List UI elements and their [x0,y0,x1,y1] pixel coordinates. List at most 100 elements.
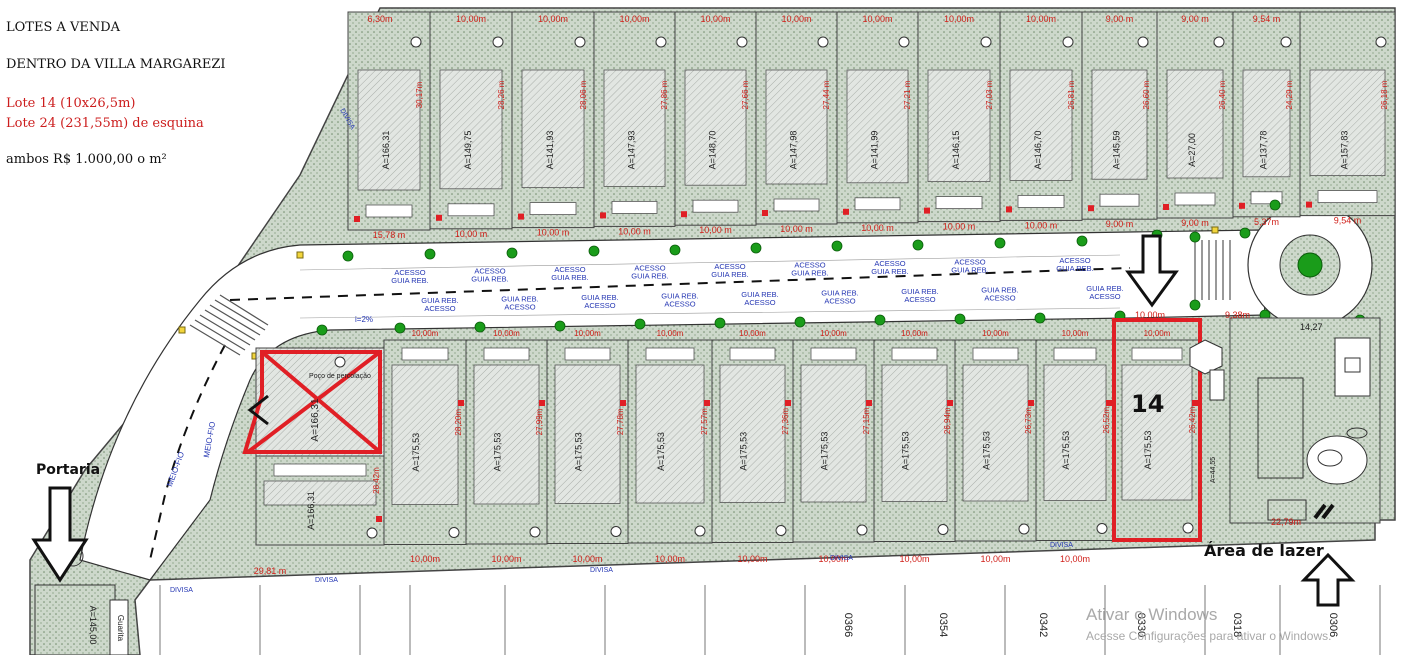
bottom-lot-depth: 27,78m [616,408,625,435]
bottom-lot-area: A=175,53 [656,432,666,471]
top-steps [692,199,739,213]
top-edge-dim: 9,00 m [1181,14,1209,24]
front-dim: 10,00m [820,329,847,338]
tree-icon [506,247,518,259]
bottom-house [635,364,705,504]
meter-icon [600,212,606,219]
guia-label: GUIA REB. [871,267,909,276]
tree-icon [1239,227,1251,239]
notes-subtitle: DENTRO DA VILLA MARGAREZI [6,57,226,72]
bottom-house [554,364,621,504]
top-edge-dim: 10,00m [456,14,486,24]
bottom-lot-area: A=175,53 [411,433,421,472]
guia-label: GUIA REB. [631,272,669,281]
bottom-lot-depth: 27,99m [535,408,544,435]
top-lot-area: A=149,75 [463,131,473,170]
portaria-arrow-icon [31,486,89,583]
tree-icon [474,321,486,333]
meter-icon [376,516,382,522]
percolation-well-icon [366,527,378,539]
meter-icon [620,400,626,406]
top-lot-front: 9,00 m [1181,218,1209,228]
top-house [603,69,666,187]
gatehouse [34,545,129,655]
bottom-lot-area: A=175,53 [820,432,830,471]
lamp-icon [1211,226,1219,234]
top-lot-front: 9,00 m [1106,219,1134,229]
top-lot-depth: 28,26 m [497,80,506,109]
top-lot-depth: 27,44 m [822,80,831,109]
top-lot-depth: 27,21 m [903,80,912,109]
notes-title: LOTES A VENDA [6,20,121,35]
meter-icon [1006,206,1012,213]
leisure-dim: 22,79m [1271,517,1301,527]
tree-icon [1269,199,1281,211]
bottom-edge-dim: 10,00m [572,554,602,564]
neighbor-code: 0366 [842,613,854,637]
divisa-label: DIVISA [590,567,613,574]
percolation-well-icon [937,524,949,535]
tree-icon [831,240,843,252]
top-lot-front: 10,00 m [1025,220,1058,230]
bottom-steps [729,347,776,361]
portaria-label: Portaria [36,462,101,478]
notes-lot24: Lote 24 (231,55m) de esquina [6,116,204,131]
lot-14-arrow-icon [1125,234,1179,308]
top-lot-front: 5,37m [1254,217,1279,227]
bottom-house [1121,364,1193,501]
bottom-lot-area: A=175,53 [493,433,503,472]
meter-icon [1106,400,1112,406]
top-edge-dim: 10,00m [781,14,811,24]
divisa-label: DIVISA [170,587,193,594]
percolation-label: Poço de percolação [309,373,371,380]
neighbor-code: 0354 [937,613,949,637]
top-steps [773,198,820,212]
bottom-edge-dim: 29,81 m [254,566,287,576]
top-lot-front: 10,00 m [537,228,570,238]
acesso-label: ACESSO [954,258,985,267]
bottom-edge-dim: 10,00m [1060,554,1090,564]
slope-label: i=2% [355,315,373,324]
acesso-label: ACESSO [394,268,425,277]
acesso-label: ACESSO [714,262,745,271]
top-house [1009,69,1073,181]
percolation-well-icon [898,36,910,48]
guia-label: GUIA REB. [1086,284,1124,293]
meter-icon [924,207,930,214]
acesso-label: ACESSO [664,300,695,309]
acesso-label: ACESSO [634,264,665,273]
tree-icon [316,324,328,336]
front-dim: 10,00m [739,329,766,338]
notes-price: ambos R$ 1.000,00 o m² [6,152,167,167]
guia-label: GUIA REB. [661,292,699,301]
meter-icon [518,213,524,220]
percolation-well-icon [1280,36,1292,48]
roundabout [1247,202,1373,328]
lamp-icon [296,251,304,259]
bottom-lot-row [255,339,1201,546]
lot-14-highlight [1112,318,1202,542]
percolation-well-icon [492,36,504,48]
top-lot-depth: 27,66 m [741,80,750,109]
top-house [357,69,421,191]
top-lot-area: A=147,93 [627,131,637,170]
bottom-lot-area: A=175,53 [739,432,749,471]
meter-icon [947,400,953,406]
tree-icon [994,237,1006,249]
meter-icon [1088,205,1094,212]
top-steps [935,196,983,210]
round-dim: 14,27 [1300,322,1323,332]
round-dim2: 10,00m [1135,310,1165,320]
percolation-well-icon [1182,522,1194,534]
top-edge-dim: 9,54 m [1253,14,1281,24]
percolation-well-icon [775,525,787,536]
crossed-lot-area: A=166,31 [310,398,321,442]
bottom-lot-area: A=175,53 [1061,431,1071,470]
meter-icon [866,400,872,406]
tree-icon [669,244,681,256]
bottom-house [719,364,786,503]
top-lot-front: 10,00 m [861,223,894,233]
bottom-lot-area: A=166,31 [306,491,316,530]
percolation-well-icon [1062,36,1074,48]
acesso-label: ACESSO [824,297,855,306]
